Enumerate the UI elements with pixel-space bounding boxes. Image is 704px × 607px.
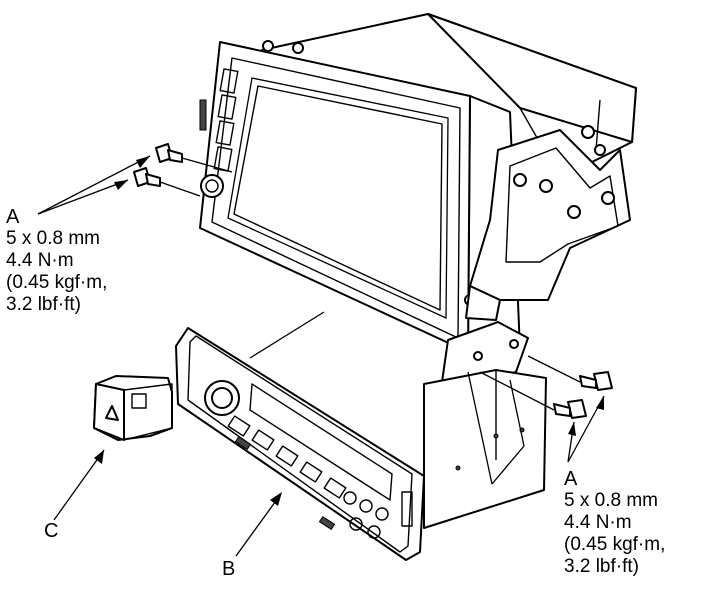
display-knob — [200, 174, 224, 198]
label-a-right: A 5 x 0.8 mm 4.4 N·m (0.45 kgf·m, 3.2 lb… — [564, 468, 665, 578]
label-a-left-torque-nm: 4.4 N·m — [6, 250, 74, 271]
bolt-right-lower — [553, 399, 587, 419]
label-a-right-size: 5 x 0.8 mm — [564, 490, 658, 511]
label-c: C — [44, 520, 59, 542]
label-a-right-torque-lbf: 3.2 lbf·ft) — [564, 556, 639, 577]
display-screen — [227, 77, 449, 320]
right-mounting-bracket — [465, 125, 631, 321]
label-a-left-torque-kgf: (0.45 kgf·m, — [6, 272, 108, 293]
hazard-switch — [93, 375, 173, 441]
label-a-right-torque-kgf: (0.45 kgf·m, — [564, 534, 666, 555]
label-a-left-torque-lbf: 3.2 lbf·ft) — [6, 294, 81, 315]
bolt-right-upper — [579, 371, 613, 391]
label-b: B — [222, 558, 236, 580]
bolt-left-upper — [155, 143, 183, 163]
label-a-left: A 5 x 0.8 mm 4.4 N·m (0.45 kgf·m, 3.2 lb… — [6, 206, 107, 316]
label-a-left-letter: A — [6, 206, 20, 228]
leader-lines — [37, 155, 605, 557]
label-a-right-letter: A — [564, 468, 578, 490]
bolt-left-lower — [133, 167, 161, 187]
navigation-display-unit — [199, 40, 521, 353]
arrowheads — [94, 156, 604, 506]
hazard-triangle-icon — [105, 405, 119, 421]
label-a-left-size: 5 x 0.8 mm — [6, 228, 100, 249]
label-a-right-torque-nm: 4.4 N·m — [564, 512, 632, 533]
